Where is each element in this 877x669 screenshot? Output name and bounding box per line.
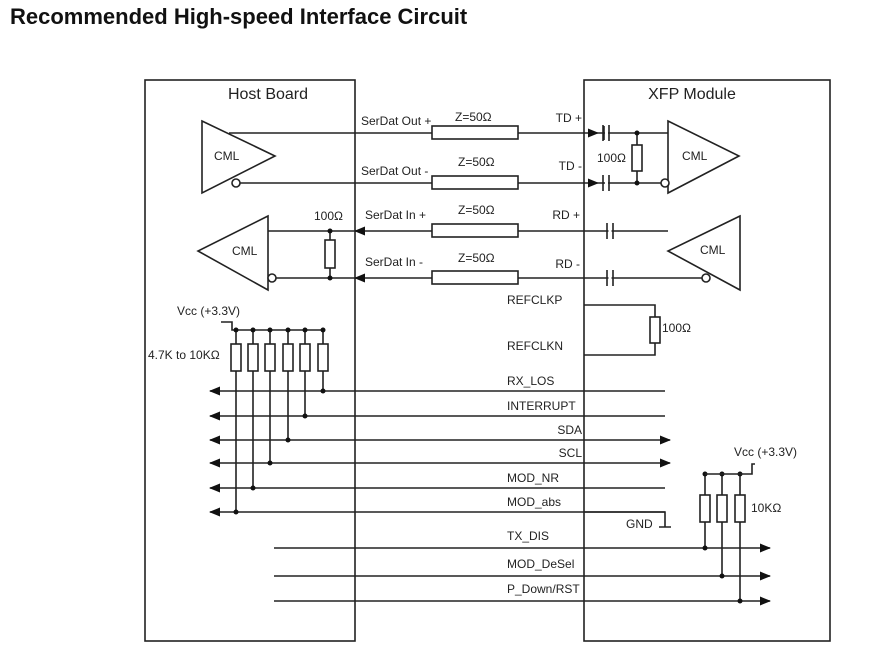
module-tx-cml-driver: CML — [666, 214, 741, 292]
svg-text:RX_LOS: RX_LOS — [507, 374, 554, 388]
svg-text:4.7K to 10KΩ: 4.7K to 10KΩ — [148, 348, 220, 362]
xfp-module-box — [583, 79, 831, 642]
svg-text:100Ω: 100Ω — [314, 209, 343, 223]
svg-text:Vcc (+3.3V): Vcc (+3.3V) — [177, 304, 240, 318]
svg-text:CML: CML — [682, 149, 708, 163]
gnd-symbol: GND — [584, 511, 671, 531]
svg-text:REFCLKN: REFCLKN — [507, 339, 563, 353]
svg-text:RD -: RD - — [555, 257, 580, 271]
svg-text:SerDat Out +: SerDat Out + — [361, 114, 431, 128]
td-minus-line: SerDat Out - Z=50Ω TD - — [240, 155, 600, 190]
rd-plus-line: SerDat In + Z=50Ω RD + — [353, 203, 668, 239]
diagram-title: Recommended High-speed Interface Circuit — [10, 4, 468, 29]
svg-text:10KΩ: 10KΩ — [751, 501, 781, 515]
host-board-label: Host Board — [228, 86, 308, 103]
module-pullup-network: Vcc (+3.3V) 10KΩ — [705, 445, 797, 515]
xfp-module-label: XFP Module — [648, 86, 736, 103]
signal-line-scl: SCL — [208, 327, 672, 468]
svg-text:SerDat In -: SerDat In - — [365, 255, 423, 269]
svg-text:MOD_abs: MOD_abs — [507, 495, 561, 509]
svg-text:SCL: SCL — [559, 446, 583, 460]
signal-line-rx-los: RX_LOS — [208, 327, 665, 396]
svg-text:Z=50Ω: Z=50Ω — [458, 251, 495, 265]
svg-text:REFCLKP: REFCLKP — [507, 293, 562, 307]
rd-minus-line: SerDat In - Z=50Ω RD - — [353, 251, 702, 286]
module-rx-termination: 100Ω CML — [597, 119, 741, 195]
svg-text:RD +: RD + — [552, 208, 580, 222]
svg-text:Z=50Ω: Z=50Ω — [455, 110, 492, 124]
svg-text:100Ω: 100Ω — [662, 321, 691, 335]
svg-text:CML: CML — [232, 244, 258, 258]
svg-text:TD -: TD - — [559, 159, 582, 173]
host-board-box — [144, 79, 356, 642]
signal-line-sda: SDA — [208, 327, 672, 445]
svg-text:P_Down/RST: P_Down/RST — [507, 582, 580, 596]
svg-text:Vcc (+3.3V): Vcc (+3.3V) — [734, 445, 797, 459]
svg-text:CML: CML — [700, 243, 726, 257]
host-rx-cml-driver: CML 100Ω — [196, 209, 355, 292]
svg-text:CML: CML — [214, 149, 240, 163]
svg-text:INTERRUPT: INTERRUPT — [507, 399, 576, 413]
host-pullup-network: Vcc (+3.3V) 4.7K to 10KΩ — [148, 304, 323, 362]
signal-line-tx-dis: TX_DIS — [274, 471, 772, 553]
refclk-termination: REFCLKP REFCLKN 100Ω — [507, 293, 691, 356]
td-plus-line: SerDat Out + Z=50Ω TD + — [229, 110, 600, 140]
svg-text:MOD_DeSel: MOD_DeSel — [507, 557, 574, 571]
svg-text:TX_DIS: TX_DIS — [507, 529, 549, 543]
signal-line-mod-nr: MOD_NR — [208, 327, 665, 493]
svg-text:MOD_NR: MOD_NR — [507, 471, 559, 485]
signal-line-p-down-rst: P_Down/RST — [274, 471, 772, 606]
svg-text:SerDat In +: SerDat In + — [365, 208, 426, 222]
signal-line-mod-desel: MOD_DeSel — [274, 471, 772, 581]
signal-line-interrupt: INTERRUPT — [208, 327, 665, 421]
svg-text:GND: GND — [626, 517, 653, 531]
svg-text:SerDat Out -: SerDat Out - — [361, 164, 428, 178]
svg-text:Z=50Ω: Z=50Ω — [458, 203, 495, 217]
svg-text:100Ω: 100Ω — [597, 151, 626, 165]
svg-text:SDA: SDA — [557, 423, 582, 437]
host-tx-cml-driver: CML — [201, 119, 277, 195]
svg-text:Z=50Ω: Z=50Ω — [458, 155, 495, 169]
svg-text:TD +: TD + — [556, 111, 582, 125]
